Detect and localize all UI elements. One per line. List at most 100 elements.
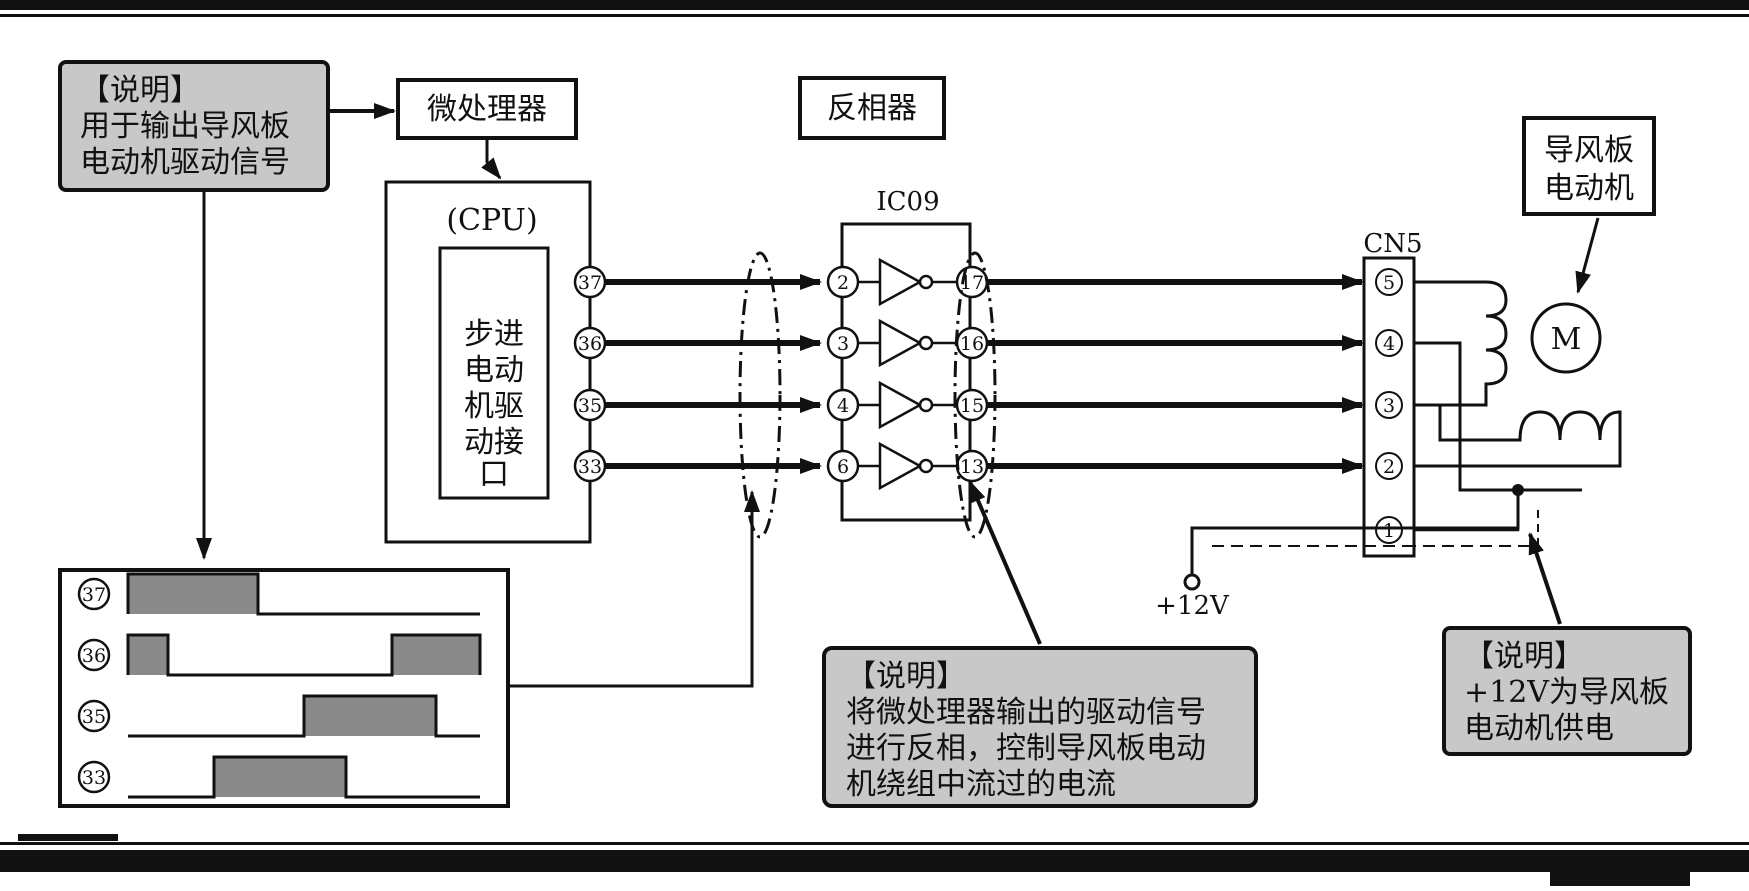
note-line: 电动机驱动信号 [80, 145, 290, 180]
note-line: 进行反相，控制导风板电动 [846, 731, 1206, 766]
waveform-pin-label: 35 [82, 706, 106, 728]
ic-output-pin-16-label: 16 [960, 333, 984, 355]
ic-output-pin-15-label: 15 [960, 395, 984, 417]
svg-text:动接: 动接 [464, 425, 524, 460]
ic-input-pin-6 [826, 449, 860, 483]
ic-name: IC09 [876, 187, 939, 217]
ic-output-pin-17-label: 17 [960, 272, 984, 294]
cn5-pin-5 [1375, 268, 1403, 296]
inverter-bubble [918, 335, 934, 351]
note-inverter-function: 【说明】 将微处理器输出的驱动信号 进行反相，控制导风板电动 机绕组中流过的电流 [822, 646, 1258, 808]
inverted-group-ellipse [953, 251, 997, 539]
stepper-interface-box [438, 246, 550, 500]
waveform-pin-label: 36 [82, 645, 106, 667]
waveform-pin-35 [77, 699, 111, 733]
cpu-block: (CPU) 步进 电动 机驱 动接 口 [384, 180, 592, 544]
svg-text:电动机: 电动机 [1544, 171, 1634, 206]
waveform-trace [126, 633, 482, 677]
motor-letter: M [1551, 322, 1582, 357]
cpu-pin-36-label: 36 [578, 333, 602, 355]
ic-input-pin-4 [826, 388, 860, 422]
ic-output-pin-13-label: 13 [960, 456, 984, 478]
arrow-waveform-to-signals [508, 490, 760, 688]
cn5-pin-3-label: 3 [1383, 395, 1395, 417]
svg-text:口: 口 [479, 457, 509, 492]
note-line: +12V为导风板 [1464, 675, 1669, 710]
label-inverter: 反相器 [798, 76, 946, 140]
pin1-wire [1414, 496, 1520, 532]
note-line: 电动机供电 [1464, 711, 1614, 746]
note-line: 机绕组中流过的电流 [846, 767, 1116, 802]
arrow-note-to-ic [968, 480, 1042, 645]
waveform-pin-36 [77, 638, 111, 672]
cn5-pin-4-label: 4 [1383, 333, 1395, 355]
waveform-trace [128, 755, 480, 799]
cn5-pin-3 [1375, 391, 1403, 419]
top-border-bar [0, 0, 1749, 10]
svg-text:微处理器: 微处理器 [427, 92, 547, 127]
top-border-thin [0, 14, 1749, 17]
waveform-pin-label: 37 [82, 584, 106, 606]
waveform-pin-37 [77, 577, 111, 611]
waveform-pulse [304, 696, 436, 736]
waveform-trace [126, 572, 480, 616]
label-microprocessor: 微处理器 [396, 78, 578, 140]
label-motor: 导风板 电动机 [1522, 116, 1656, 216]
svg-text:电动: 电动 [464, 353, 524, 388]
cpu-pin-35 [573, 388, 607, 422]
signal-group-ellipse [738, 251, 782, 539]
cpu-pin-33 [573, 449, 607, 483]
svg-text:步进: 步进 [464, 317, 524, 352]
waveform-pulse [128, 574, 258, 614]
note-power-supply: 【说明】 +12V为导风板 电动机供电 [1442, 626, 1692, 756]
bottom-right-mark [1550, 870, 1690, 886]
inverter-bubble [918, 397, 934, 413]
arrow-note-to-supply [1528, 532, 1562, 625]
waveform-pulse [128, 635, 168, 675]
common-node [1512, 484, 1524, 496]
note-line: 将微处理器输出的驱动信号 [846, 695, 1206, 730]
note-output-signal: 【说明】 用于输出导风板 电动机驱动信号 [58, 60, 330, 192]
cpu-pin-33-label: 33 [578, 456, 602, 478]
waveform-pin-33 [77, 760, 111, 794]
cpu-pin-36 [573, 326, 607, 360]
ic-input-pin-3 [826, 326, 860, 360]
waveform-pulse [392, 635, 480, 675]
note-title: 【说明】 [846, 659, 966, 694]
waveform-trace [128, 694, 480, 738]
svg-text:反相器: 反相器 [827, 91, 917, 126]
motor-windings [1190, 280, 1622, 576]
motor-symbol [1530, 302, 1602, 374]
bottom-border-bar [0, 850, 1749, 872]
ic-input-pin-2-label: 2 [837, 272, 849, 294]
cn5-pin-1-label: 1 [1383, 520, 1395, 542]
arrow-label-to-cpu [481, 140, 502, 180]
bottom-border-thin [0, 842, 1749, 845]
arrow-motor-label [1575, 217, 1600, 294]
waveform-panel: 37 36 35 33 [58, 568, 510, 808]
note-line: 用于输出导风板 [80, 109, 290, 144]
svg-text:导风板: 导风板 [1544, 133, 1634, 168]
ic-input-pin-3-label: 3 [837, 333, 849, 355]
svg-text:机驱: 机驱 [464, 389, 524, 424]
cn5-pin-2 [1375, 452, 1403, 480]
inverter-bubble [918, 458, 934, 474]
bottom-left-mark [18, 834, 118, 841]
cn5-pin-2-label: 2 [1383, 456, 1395, 478]
ic-input-pin-4-label: 4 [837, 395, 849, 417]
inverter-bubble [918, 274, 934, 290]
cn5-pin-4 [1375, 329, 1403, 357]
cpu-pin-35-label: 35 [578, 395, 602, 417]
connector-name: CN5 [1363, 229, 1422, 259]
ic-input-pin-6-label: 6 [837, 456, 849, 478]
waveform-pulse [214, 757, 346, 797]
waveform-pin-label: 33 [82, 767, 106, 789]
cn5-pin-1 [1375, 516, 1403, 544]
ic-output-pin-15 [955, 388, 989, 422]
ic-input-pin-2 [826, 265, 860, 299]
note-title: 【说明】 [80, 73, 200, 108]
note-title: 【说明】 [1464, 639, 1584, 674]
supply-label: +12V [1155, 591, 1230, 621]
